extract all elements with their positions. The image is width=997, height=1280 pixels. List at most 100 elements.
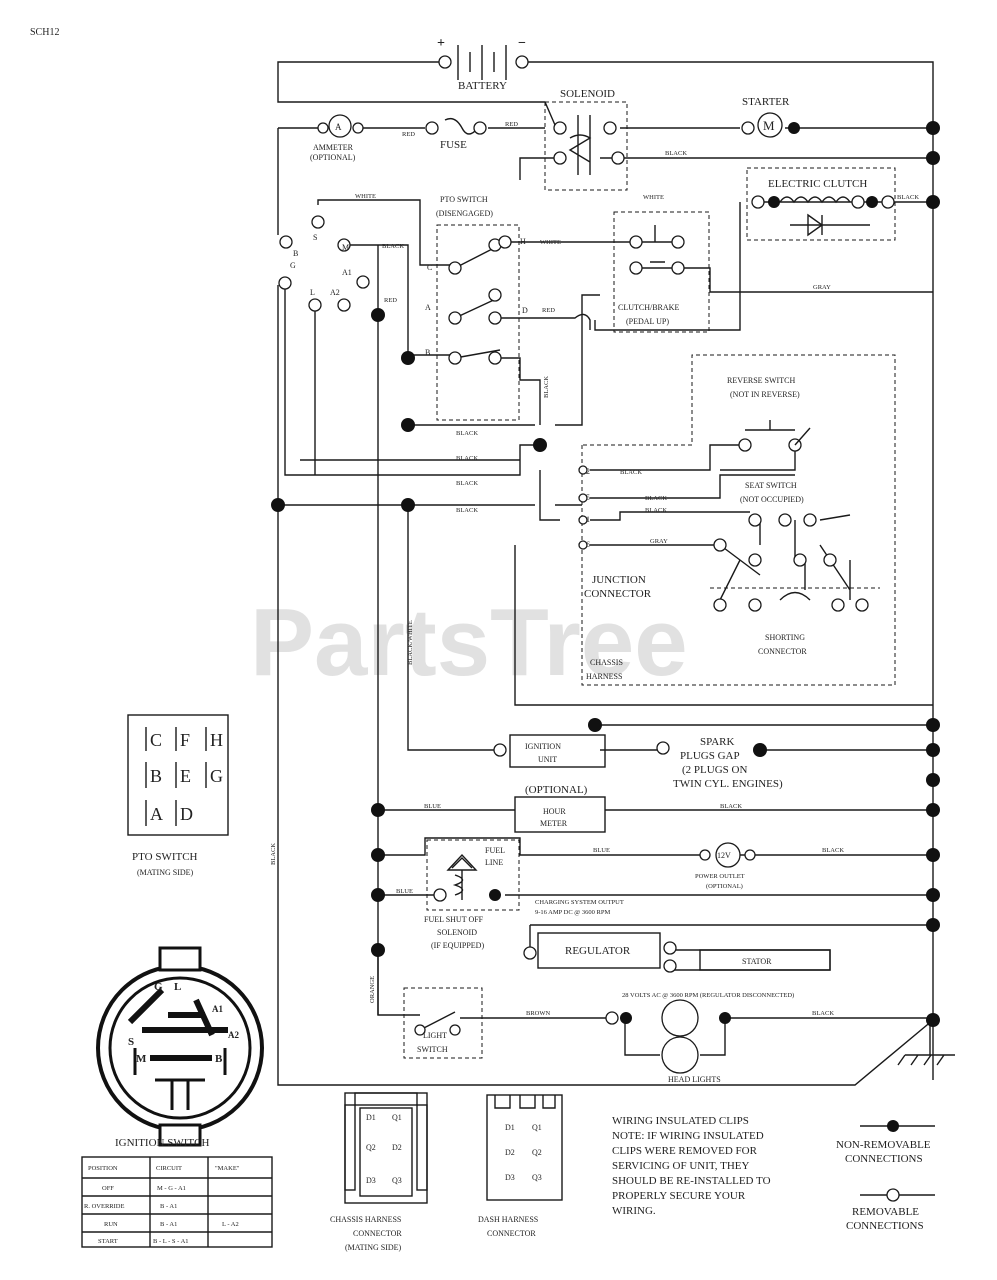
ign-table-h1: POSITION: [88, 1165, 118, 1172]
solenoid: SOLENOID: [553, 88, 625, 175]
note-line-4: SERVICING OF UNIT, THEY: [612, 1160, 749, 1172]
seat-switch: SEAT SWITCH (NOT OCCUPIED): [713, 481, 869, 612]
ac-note: 28 VOLTS AC @ 3600 RPM (REGULATOR DISCON…: [622, 992, 794, 999]
starter-symbol: M: [763, 118, 775, 133]
light-switch-label-2: SWITCH: [417, 1045, 448, 1054]
ign-table-r3c2: B - A1: [160, 1221, 177, 1228]
clutch-brake-switch: CLUTCH/BRAKE (PEDAL UP): [618, 235, 685, 326]
charging-note-1: CHARGING SYSTEM OUTPUT: [535, 899, 624, 906]
wire-label-black-vertical: BLACK: [270, 843, 277, 865]
electric-clutch-label: ELECTRIC CLUTCH: [768, 178, 867, 190]
pto-mating-sub: (MATING SIDE): [137, 868, 194, 877]
starter: STARTER M: [741, 96, 800, 138]
wire-label-white: WHITE: [355, 193, 376, 200]
seat-switch-label: SEAT SWITCH: [745, 481, 797, 490]
seat-switch-state: (NOT OCCUPIED): [740, 495, 804, 504]
ign-table-r2c2: B - A1: [160, 1203, 177, 1210]
legend-nonremovable-1: NON-REMOVABLE: [836, 1139, 931, 1151]
wire-label-black-9: BLACK: [645, 495, 667, 502]
fuse-label: FUSE: [440, 139, 467, 151]
hour-meter-optional: (OPTIONAL): [525, 784, 588, 796]
hour-meter-label-1: HOUR: [543, 807, 566, 816]
battery-plus: +: [437, 36, 445, 51]
fuel-line-label-1: FUEL: [485, 846, 505, 855]
legend-removable-2: CONNECTIONS: [846, 1220, 924, 1232]
dash-pin-d3: D3: [505, 1173, 515, 1182]
junction-label-1: JUNCTION: [592, 574, 646, 586]
reverse-switch: REVERSE SWITCH (NOT IN REVERSE): [727, 376, 811, 452]
pto-contact-h: H: [520, 237, 526, 246]
chassis-connector-label-2: CONNECTOR: [353, 1229, 402, 1238]
spark-line-4: TWIN CYL. ENGINES): [673, 778, 783, 790]
wire-label-black-white: BLACK/WHITE: [407, 620, 414, 665]
note-line-1: WIRING INSULATED CLIPS: [612, 1115, 749, 1127]
junction-pin-2: 2: [586, 467, 590, 476]
hour-meter-label-2: METER: [540, 819, 568, 828]
wire-label-black-vertical-2: BLACK: [543, 376, 550, 398]
ign-table-r4c2: B - L - S - A1: [153, 1238, 189, 1245]
chassis-pin-q2: Q2: [366, 1143, 376, 1152]
ign-face-l: L: [174, 981, 181, 993]
watermark: PartsTree: [250, 589, 688, 696]
fuel-shutoff-solenoid: FUEL LINE FUEL SHUT OFF SOLENOID (IF EQU…: [424, 846, 505, 950]
ign-term-g: G: [290, 261, 296, 270]
dash-pin-d2: D2: [505, 1148, 515, 1157]
chassis-pin-d3: D3: [366, 1176, 376, 1185]
dash-pin-q2: Q2: [532, 1148, 542, 1157]
wire-label-black: BLACK: [665, 150, 687, 157]
fuel-shutoff-label-2: SOLENOID: [437, 928, 477, 937]
wire-label-black-5: BLACK: [456, 455, 478, 462]
wire-label-blue: BLUE: [424, 803, 441, 810]
ammeter-note: (OPTIONAL): [310, 153, 356, 162]
chassis-pin-d1: D1: [366, 1113, 376, 1122]
wire-label-white-2: WHITE: [643, 194, 664, 201]
pto-switch-schematic: PTO SWITCH (DISENGAGED) C A B H D: [425, 195, 528, 365]
chassis-pin-q1: Q1: [392, 1113, 402, 1122]
ignition-switch-table: POSITION CIRCUIT "MAKE" OFF M - G - A1 R…: [81, 1156, 273, 1248]
ign-table-r3c1: RUN: [104, 1221, 118, 1228]
pto-contact-b: B: [425, 348, 430, 357]
wire-label-black-2: BLACK: [897, 194, 919, 201]
ignition-unit: IGNITION UNIT: [493, 734, 606, 768]
chassis-harness-label-1: CHASSIS: [590, 658, 623, 667]
spark-plugs: SPARK PLUGS GAP (2 PLUGS ON TWIN CYL. EN…: [656, 736, 783, 790]
ign-term-a1: A1: [342, 268, 352, 277]
light-switch: LIGHT SWITCH: [414, 1024, 461, 1054]
wire-label-white-3: WHITE: [540, 239, 561, 246]
chassis-pin-q3: Q3: [392, 1176, 402, 1185]
wire-labels: RED RED BLACK WHITE WHITE BLACK BLACK WH…: [270, 121, 919, 1017]
ign-table-h3: "MAKE": [215, 1165, 240, 1172]
pto-mating-caption: PTO SWITCH: [132, 851, 198, 863]
wire-label-black-10: BLACK: [645, 507, 667, 514]
junction-pin-1: 1: [586, 515, 590, 524]
chassis-connector-label-3: (MATING SIDE): [345, 1243, 402, 1252]
ign-face-a2: A2: [228, 1030, 239, 1040]
ign-face-a1: A1: [212, 1004, 223, 1014]
clutch-brake-state: (PEDAL UP): [626, 317, 669, 326]
ign-table-r1c2: M - G - A1: [157, 1185, 186, 1192]
starter-label: STARTER: [742, 96, 790, 108]
dash-pin-q3: Q3: [532, 1173, 542, 1182]
wire-label-red-2: RED: [505, 121, 518, 128]
wire-label-orange: ORANGE: [369, 976, 376, 1003]
stator-label: STATOR: [742, 957, 772, 966]
reverse-switch-state: (NOT IN REVERSE): [730, 390, 800, 399]
junction-dots: [271, 121, 940, 1027]
legend-nonremovable-2: CONNECTIONS: [845, 1153, 923, 1165]
wire-label-blue-3: BLUE: [396, 888, 413, 895]
ign-face-s: S: [128, 1036, 134, 1048]
regulator-label: REGULATOR: [565, 945, 631, 957]
head-lights: HEAD LIGHTS: [605, 999, 731, 1084]
ign-term-l: L: [310, 288, 315, 297]
wire-label-black-3: BLACK: [382, 243, 404, 250]
charging-note-2: 9-16 AMP DC @ 3600 RPM: [535, 909, 610, 916]
ignition-switch-caption: IGNITION SWITCH: [115, 1137, 209, 1149]
wire-label-red-4: RED: [384, 297, 397, 304]
fuse: FUSE: [425, 121, 487, 151]
note-line-3: CLIPS WERE REMOVED FOR: [612, 1145, 758, 1157]
pto-mating-f: F: [180, 730, 190, 750]
ignition-switch-face: G L A1 A2 S M B IGNITION SWITCH: [96, 946, 264, 1149]
wire-label-gray-2: GRAY: [650, 538, 668, 545]
fuel-shutoff-label-3: (IF EQUIPPED): [431, 941, 484, 950]
